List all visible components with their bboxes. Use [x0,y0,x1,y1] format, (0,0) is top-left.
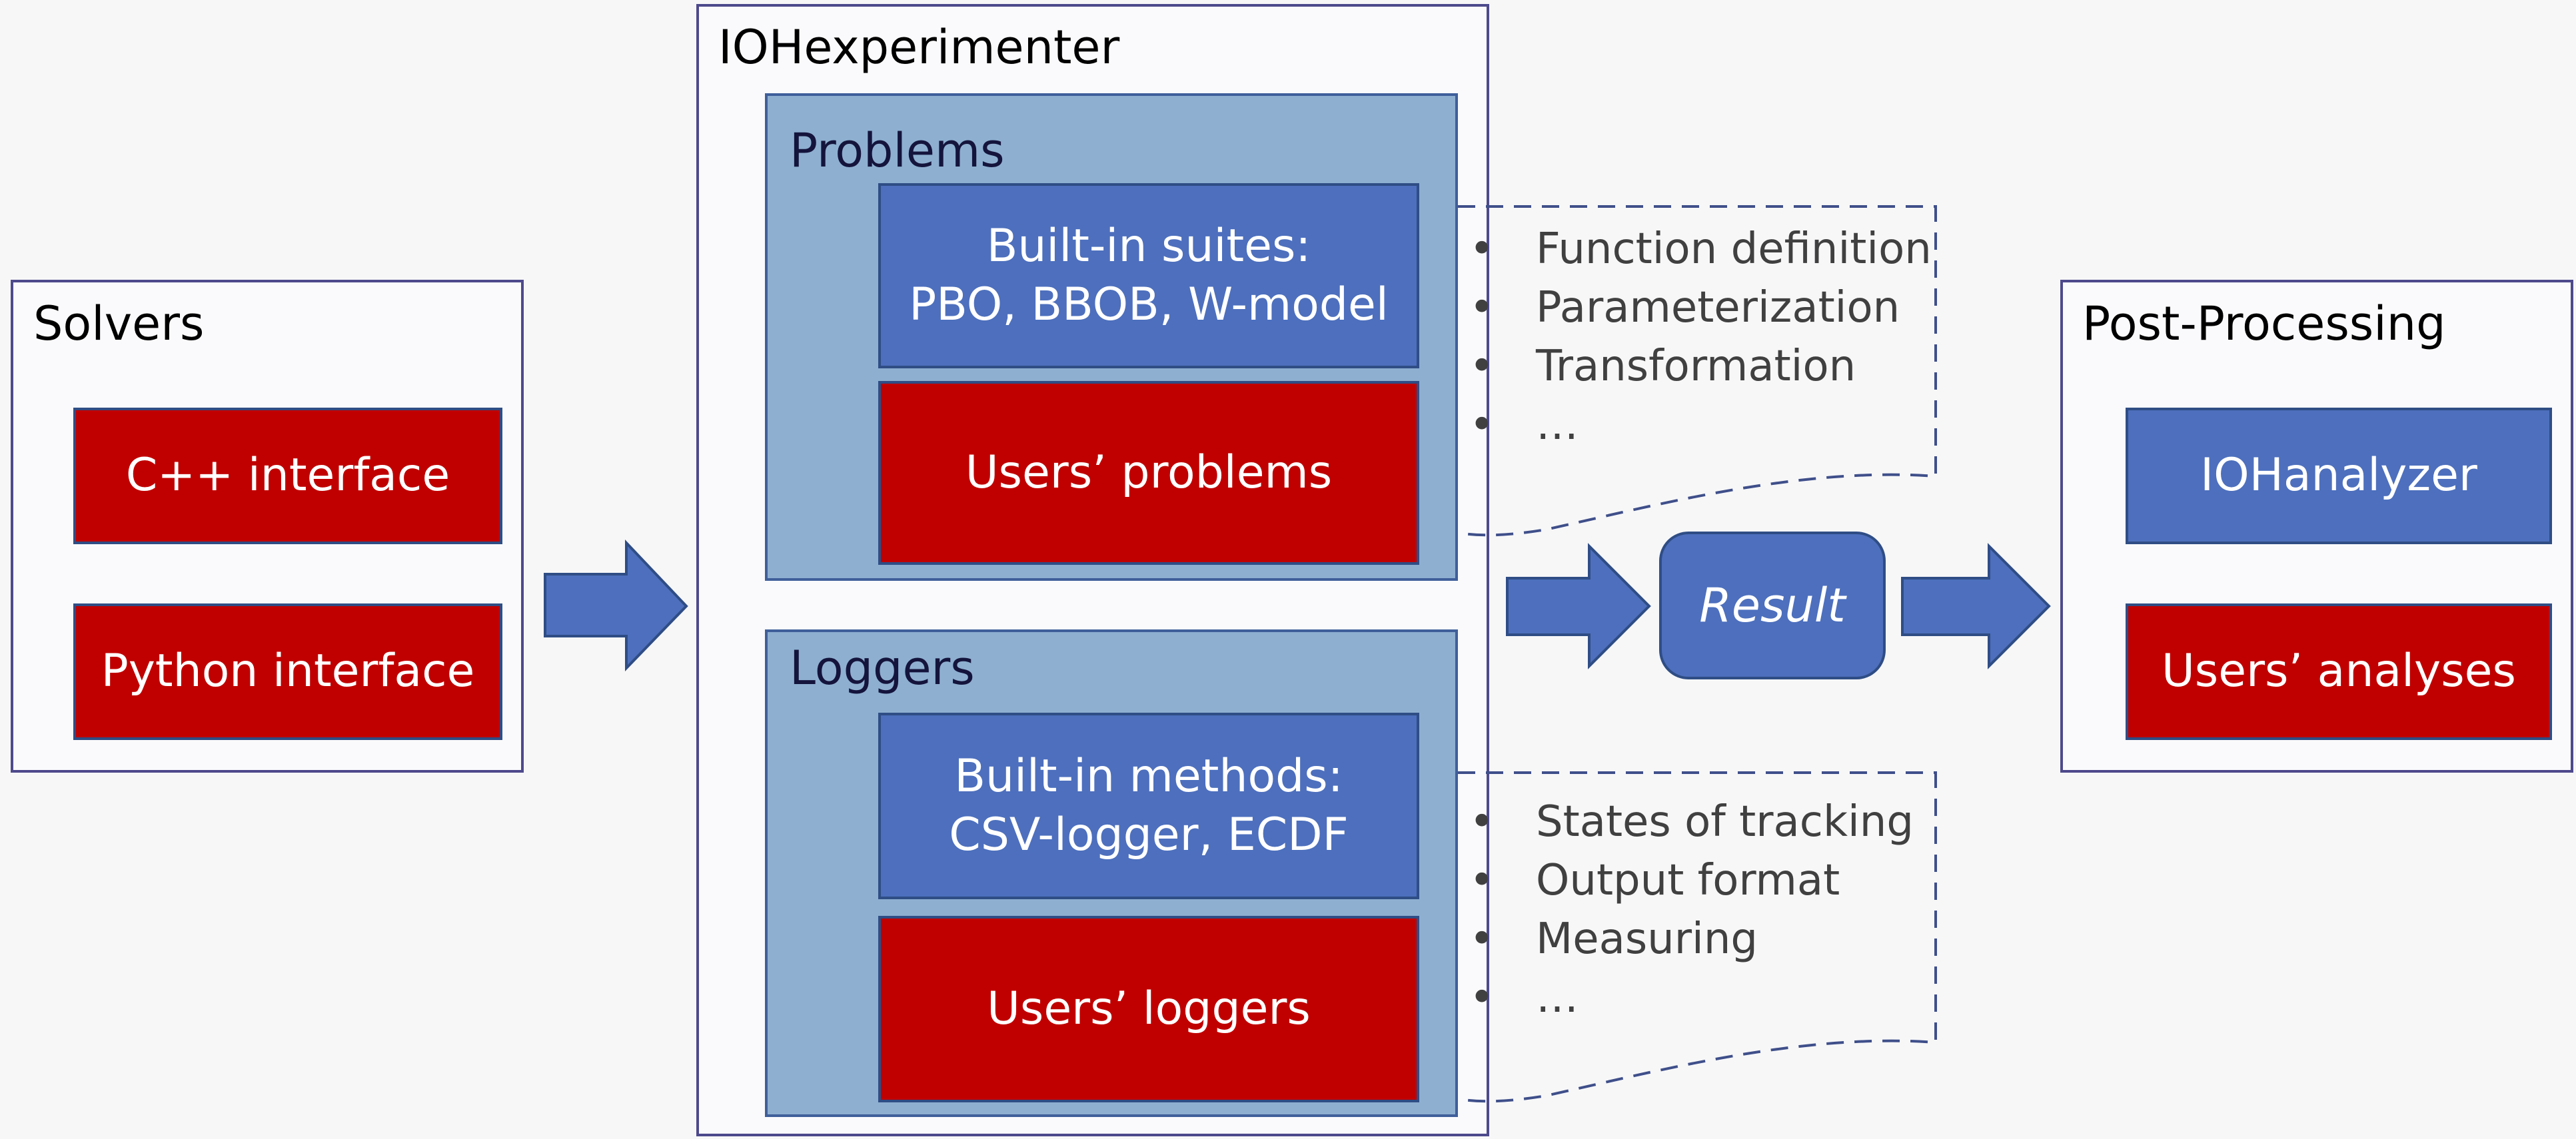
problems-note-item: Parameterization [1469,278,1932,337]
loggers-note-item: States of tracking [1469,793,1914,851]
loggers-title: Loggers [790,641,975,695]
problems-notes-list: Function definition Parameterization Tra… [1469,220,1932,454]
loggers-note-item: … [1469,968,1914,1027]
builtin-methods-line2: CSV-logger, ECDF [949,809,1349,861]
arrow-solvers-to-experimenter [544,539,688,671]
problems-notes-callout [1457,205,1937,537]
loggers-note-item: Output format [1469,851,1914,910]
loggers-notes-list: States of tracking Output format Measuri… [1469,793,1914,1027]
arrow-experimenter-to-result [1506,543,1651,669]
result-box: Result [1659,532,1886,679]
builtin-methods-line1: Built-in methods: [954,749,1343,803]
builtin-suites-box: Built-in suites: PBO, BBOB, W-model [878,183,1419,368]
solvers-title: Solvers [33,296,205,351]
users-problems-box: Users’ problems [878,381,1419,565]
iohexperimenter-title: IOHexperimenter [718,20,1120,75]
python-interface-box: Python interface [73,603,502,740]
problems-note-item: Function definition [1469,220,1932,278]
arrow-result-to-post [1901,543,2051,669]
post-processing-title: Post-Processing [2082,296,2446,351]
loggers-note-item: Measuring [1469,910,1914,968]
iohanalyzer-box: IOHanalyzer [2126,408,2552,544]
builtin-suites-line1: Built-in suites: [986,219,1311,272]
users-analyses-box: Users’ analyses [2126,603,2552,740]
users-loggers-box: Users’ loggers [878,916,1419,1102]
cpp-interface-box: C++ interface [73,408,502,544]
problems-note-item: … [1469,396,1932,454]
problems-title: Problems [790,123,1005,178]
builtin-methods-box: Built-in methods: CSV-logger, ECDF [878,713,1419,899]
builtin-suites-line2: PBO, BBOB, W-model [909,278,1389,331]
problems-note-item: Transformation [1469,337,1932,396]
loggers-notes-callout [1457,771,1937,1103]
